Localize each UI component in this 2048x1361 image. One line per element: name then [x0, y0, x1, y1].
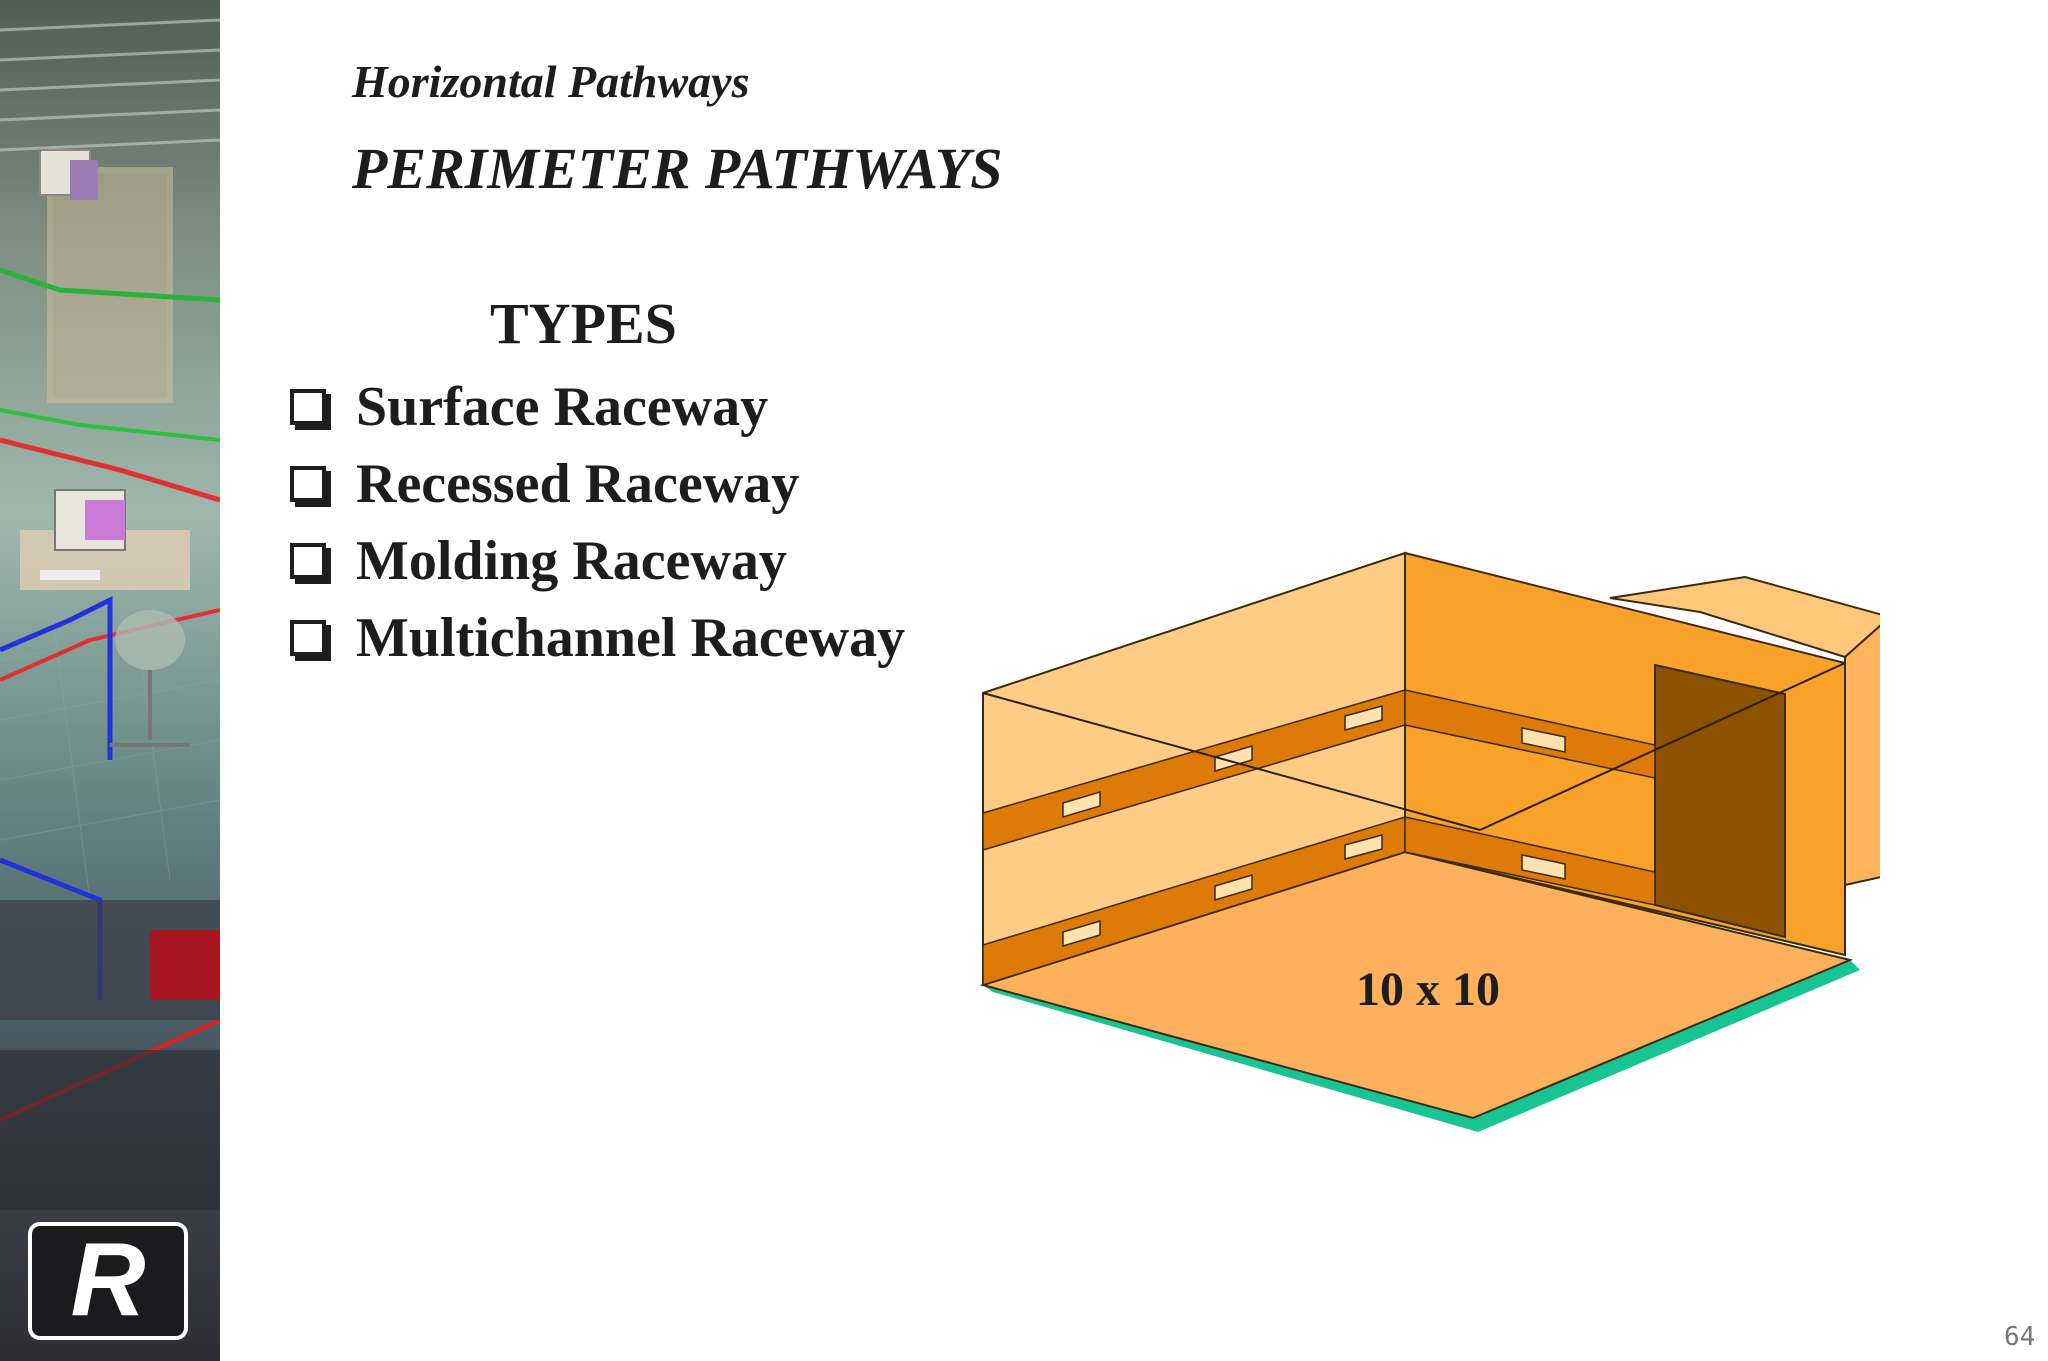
checkbox-bullet-icon [290, 388, 326, 425]
office-illustration [0, 18, 220, 1210]
checkbox-bullet-icon [290, 542, 326, 579]
checkbox-bullet-icon [290, 465, 326, 502]
list-item: Surface Raceway [290, 368, 905, 445]
door [1654, 663, 1786, 939]
company-logo: R [28, 1222, 188, 1340]
list-item-label: Surface Raceway [356, 375, 769, 438]
logo-letter: R [70, 1222, 146, 1338]
types-list: Surface Raceway Recessed Raceway Molding… [290, 368, 905, 676]
room-raceway-diagram [979, 551, 1880, 1132]
adjoining-room-side [1844, 624, 1880, 887]
types-heading: TYPES [490, 291, 677, 356]
list-item: Multichannel Raceway [290, 599, 905, 676]
room-size-label: 10 x 10 [1356, 963, 1500, 1016]
sidebar-office-image: R [0, 0, 220, 1361]
slide-title: PERIMETER PATHWAYS [352, 136, 1003, 201]
list-item-label: Multichannel Raceway [356, 606, 906, 669]
outlet-boxes [1062, 705, 1566, 948]
list-item: Molding Raceway [290, 522, 905, 599]
ceiling-wireframe [982, 662, 1846, 831]
list-item-label: Molding Raceway [356, 529, 787, 592]
page-number: 64 [2004, 1322, 2036, 1352]
list-item: Recessed Raceway [290, 445, 905, 522]
checkbox-bullet-icon [290, 619, 326, 656]
list-item-label: Recessed Raceway [356, 452, 800, 515]
slide-subtitle: Horizontal Pathways [352, 56, 750, 107]
